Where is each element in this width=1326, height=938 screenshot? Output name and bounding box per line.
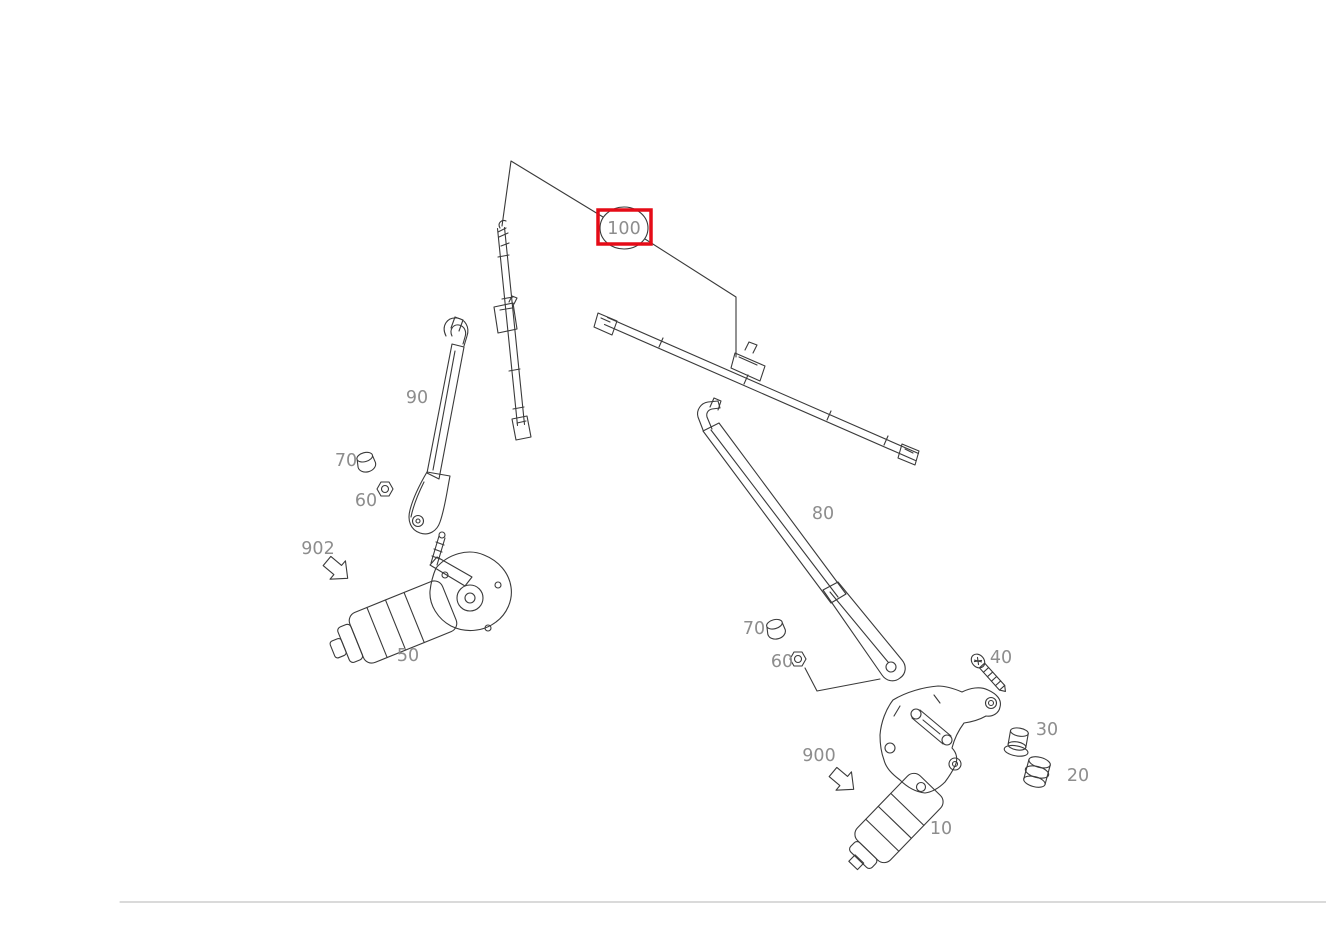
callout-70-left[interactable]: 70 — [335, 451, 357, 471]
arm-mount-hole-left — [411, 514, 425, 528]
callout-circle-100 — [599, 206, 649, 250]
direction-arrow-902 — [322, 555, 349, 580]
wiper-motor-right-assembly — [848, 685, 1001, 871]
wiper-arm-left — [408, 316, 469, 535]
callout-100-selected[interactable]: 100 — [607, 219, 640, 239]
screw — [970, 653, 1006, 693]
nut-right — [789, 651, 807, 667]
grommet — [1003, 727, 1029, 757]
nut-left — [376, 481, 394, 497]
callout-40[interactable]: 40 — [990, 648, 1012, 668]
callout-80[interactable]: 80 — [812, 504, 834, 524]
leader-line-60-right — [804, 667, 881, 692]
callout-60-right[interactable]: 60 — [771, 652, 793, 672]
diagram-line-art — [119, 160, 1326, 903]
sleeve — [1023, 756, 1051, 788]
callout-902[interactable]: 902 — [301, 539, 334, 559]
bracket-hole-left — [884, 742, 896, 754]
wiper-arm-right — [697, 397, 906, 682]
bracket-hole-bottom — [915, 781, 927, 793]
callout-30[interactable]: 30 — [1036, 720, 1058, 740]
cap-right — [766, 618, 786, 640]
callout-50[interactable]: 50 — [397, 646, 419, 666]
callout-10[interactable]: 10 — [930, 819, 952, 839]
wiper-blade-right — [593, 312, 920, 466]
callout-20[interactable]: 20 — [1067, 766, 1089, 786]
callout-900[interactable]: 900 — [802, 746, 835, 766]
callout-60-left[interactable]: 60 — [355, 491, 377, 511]
cap-left — [356, 451, 377, 473]
wiper-blade-left — [493, 219, 532, 441]
leader-lines-100 — [501, 160, 737, 358]
callout-labels: 100 90 70 60 902 50 80 70 60 40 30 20 90… — [301, 219, 1089, 839]
direction-arrow-900 — [828, 766, 855, 791]
selected-part-highlight-box — [596, 208, 653, 246]
bracket-hole-top-right — [984, 696, 998, 710]
callout-90[interactable]: 90 — [406, 388, 428, 408]
arm-pivot-hole-right — [885, 661, 897, 673]
callout-70-right[interactable]: 70 — [743, 619, 765, 639]
wiper-motor-left — [329, 531, 512, 664]
